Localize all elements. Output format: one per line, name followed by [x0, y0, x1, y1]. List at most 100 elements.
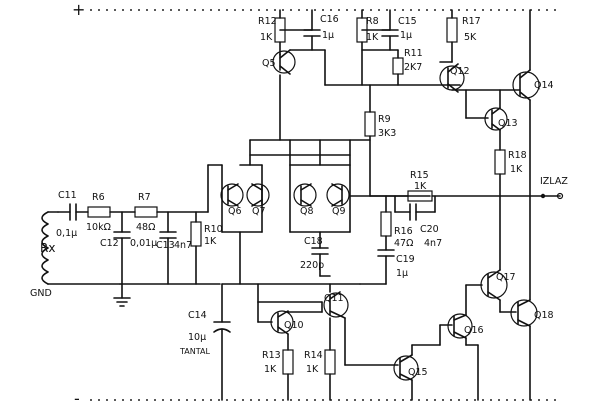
c16-value: 1μ [322, 30, 334, 41]
negative-rail-symbol: - [74, 389, 80, 408]
r14-value: 1K [306, 364, 319, 375]
capacitor-c18 [311, 247, 329, 255]
q6-label: Q6 [228, 206, 242, 217]
transistor-q17 [480, 269, 508, 301]
c14-ref: C14 [188, 310, 207, 321]
r9-ref: R9 [378, 114, 391, 125]
transistor-q7 [246, 183, 270, 207]
r10-ref: R10 [204, 224, 223, 235]
capacitor-c14 [213, 321, 231, 333]
r11-value: 2K7 [404, 62, 422, 73]
r12-ref: R12 [258, 16, 277, 27]
q11-label: Q11 [324, 293, 344, 304]
r7-ref: R7 [138, 192, 151, 203]
transistor-q18 [510, 299, 538, 327]
input-label: Rx [40, 241, 55, 255]
resistor-r16 [380, 211, 392, 237]
transistor-q14 [512, 69, 540, 101]
negative-rail: - [74, 389, 560, 408]
lower-wiring [221, 195, 531, 401]
c15-ref: C15 [398, 16, 417, 27]
q10-label: Q10 [284, 320, 304, 331]
c14-note: TANTAL [179, 347, 210, 356]
positive-rail: + [72, 0, 560, 19]
transistor-q11 [323, 291, 349, 319]
r16-value: 47Ω [394, 238, 413, 249]
transistor-q9 [326, 183, 350, 207]
q9-label: Q9 [332, 206, 346, 217]
resistor-r18 [494, 149, 506, 175]
resistor-r10 [190, 221, 202, 247]
r18-value: 1K [510, 164, 523, 175]
r11-ref: R11 [404, 48, 423, 59]
capacitor-c15 [381, 29, 399, 37]
q12-label: Q12 [450, 66, 470, 77]
r8-value: 1K [366, 32, 379, 43]
top-left-wiring [279, 9, 461, 141]
r18-ref: R18 [508, 150, 527, 161]
transistor-q16 [447, 313, 473, 339]
capacitor-c16 [303, 29, 321, 37]
resistor-r17 [446, 17, 458, 43]
r15-value: 1K [414, 181, 427, 192]
r9-value: 3K3 [378, 128, 396, 139]
r15-ref: R15 [410, 170, 429, 181]
capacitor-c13 [159, 231, 177, 239]
resistor-r6 [87, 206, 111, 218]
c11-ref: C11 [58, 190, 77, 201]
output-terminal[interactable] [556, 192, 564, 200]
output-node [540, 193, 546, 199]
q14-label: Q14 [534, 80, 554, 91]
c18-value: 220p [300, 260, 324, 271]
r7-value: 48Ω [136, 222, 155, 233]
r10-value: 1K [204, 236, 217, 247]
r6-value: 10kΩ [86, 222, 111, 233]
c11-value: 0,1μ [56, 228, 77, 239]
capacitor-c20 [409, 203, 417, 221]
q18-label: Q18 [534, 310, 554, 321]
c19-ref: C19 [396, 254, 415, 265]
resistor-r9 [364, 111, 376, 137]
r12-value: 1K [260, 32, 273, 43]
c12-value: 0,01μ [130, 238, 157, 249]
input-stage-wiring [207, 139, 431, 285]
q7-label: Q7 [252, 206, 266, 217]
r17-value: 5K [464, 32, 477, 43]
resistor-r13 [282, 349, 294, 375]
q5-label: Q5 [262, 58, 276, 69]
c13-value: 4n7 [174, 240, 192, 251]
c20-ref: C20 [420, 224, 439, 235]
c18-ref: C18 [304, 236, 323, 247]
resistor-r12 [274, 17, 286, 43]
resistor-r14 [324, 349, 336, 375]
c15-value: 1μ [400, 30, 412, 41]
c12-ref: C12 [100, 238, 119, 249]
q8-label: Q8 [300, 206, 314, 217]
input-network-wiring [57, 211, 221, 307]
r6-ref: R6 [92, 192, 105, 203]
capacitor-c12 [113, 231, 131, 239]
r14-ref: R14 [304, 350, 323, 361]
output-driver-wiring [439, 9, 531, 197]
transistor-q12 [439, 63, 465, 93]
resistor-r7 [134, 206, 158, 218]
ground-label: GND [30, 288, 52, 299]
transistor-q13 [484, 107, 508, 131]
c16-ref: C16 [320, 14, 339, 25]
capacitor-c19 [377, 249, 395, 257]
r17-ref: R17 [462, 16, 481, 27]
c14-value: 10μ [188, 332, 206, 343]
q16-label: Q16 [464, 325, 484, 336]
transistor-q15 [393, 354, 419, 381]
resistor-r15 [407, 190, 433, 202]
r13-value: 1K [264, 364, 277, 375]
q17-label: Q17 [496, 272, 516, 283]
r13-ref: R13 [262, 350, 281, 361]
q15-label: Q15 [408, 367, 428, 378]
transistor-q6 [220, 183, 244, 207]
c13-ref: C13 [156, 240, 175, 251]
output-label: IZLAZ [540, 176, 568, 187]
transistor-q5 [272, 49, 296, 75]
input-coil [41, 211, 121, 285]
